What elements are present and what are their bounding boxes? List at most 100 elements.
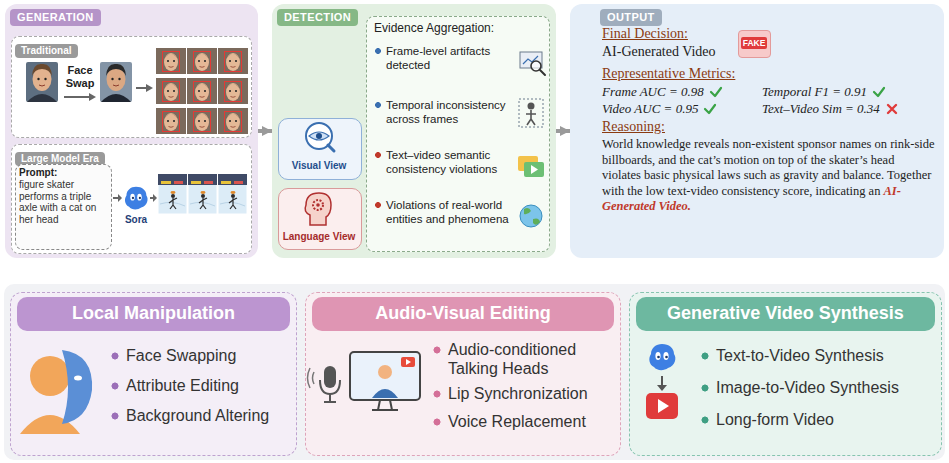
metric: Video AUC = 0.95 bbox=[602, 101, 698, 117]
stage-panel: DETECTION Visual View Language View Evid… bbox=[272, 4, 556, 258]
source-face bbox=[33, 67, 52, 91]
audio-visual-icon bbox=[320, 380, 340, 394]
video-frames bbox=[158, 174, 187, 214]
stage-panel: OUTPUTFinal Decision:AI-Generated VideoR… bbox=[570, 4, 944, 258]
category-box: Local ManipulationFace SwappingAttribute… bbox=[10, 292, 297, 456]
target-face bbox=[106, 64, 126, 76]
frame-grid bbox=[156, 48, 248, 134]
text-slot: Traditional bbox=[15, 40, 78, 58]
bullet-text: Long-form Video bbox=[700, 410, 936, 429]
person-icon bbox=[519, 99, 543, 127]
label-text: Language View bbox=[280, 231, 358, 243]
globe-icon bbox=[520, 205, 542, 227]
cross-mark bbox=[888, 105, 896, 113]
text-slot: Audio-conditioned Talking Heads bbox=[432, 340, 616, 378]
bullet-text: Temporal inconsistency across frames bbox=[374, 98, 514, 126]
text-slot: Temporal F1 = 0.91 bbox=[762, 84, 867, 100]
section-tab: GENERATION bbox=[10, 9, 101, 26]
text-slot: FAKE bbox=[741, 37, 767, 49]
flow-arrow bbox=[556, 129, 570, 133]
cross-mark bbox=[885, 102, 899, 116]
generation-icon bbox=[649, 344, 675, 370]
text-slot: Video AUC = 0.95 bbox=[602, 101, 698, 117]
flow-arrow bbox=[258, 129, 272, 133]
source-face bbox=[26, 62, 58, 102]
bullet-text: Voice Replacement bbox=[432, 412, 616, 431]
check-mark bbox=[703, 102, 717, 116]
video-frames bbox=[218, 174, 247, 214]
source-face bbox=[39, 85, 45, 86]
label-text: Sora bbox=[118, 214, 154, 226]
globe-icon bbox=[533, 218, 540, 224]
category-header: Generative Video Synthesis bbox=[636, 297, 935, 331]
video-frames bbox=[188, 174, 217, 214]
text-slot: Violations of real-world entities and ph… bbox=[374, 198, 514, 226]
section-tab: OUTPUT bbox=[600, 9, 662, 26]
frame-grid bbox=[187, 48, 217, 74]
media-icon bbox=[518, 156, 544, 177]
text-slot: Lip Synchronization bbox=[432, 384, 616, 403]
text-slot: Visual View bbox=[280, 160, 358, 172]
source-face bbox=[27, 94, 57, 102]
target-face bbox=[107, 67, 126, 91]
text-slot: Attribute Editing bbox=[110, 376, 292, 395]
face-mask-icon bbox=[30, 356, 70, 396]
source-face bbox=[32, 64, 52, 76]
head-gear-icon bbox=[305, 193, 331, 225]
category-box: Audio-Visual EditingAudio-conditioned Ta… bbox=[305, 292, 621, 456]
face-mask-icon bbox=[74, 376, 82, 381]
t2v-illustration bbox=[153, 194, 157, 202]
sora-icon bbox=[125, 187, 148, 210]
person-icon bbox=[526, 110, 536, 125]
swap-arrow bbox=[64, 96, 89, 98]
person-icon bbox=[528, 103, 535, 110]
magnifier-icon bbox=[540, 70, 545, 75]
text-slot: Evidence Aggregation: bbox=[374, 21, 544, 35]
view-box: Visual View bbox=[278, 118, 362, 180]
text-slot: Sora bbox=[118, 214, 154, 226]
text-slot: Prompt: bbox=[19, 167, 57, 179]
frame-grid bbox=[218, 108, 248, 134]
eye-icon bbox=[316, 133, 322, 139]
metric: Temporal F1 = 0.91 bbox=[762, 84, 867, 100]
check-mark bbox=[711, 88, 721, 96]
video-frames bbox=[158, 174, 247, 214]
audio-visual-icon bbox=[324, 394, 336, 402]
background bbox=[4, 284, 945, 460]
bullet-text: Audio-conditioned Talking Heads bbox=[432, 340, 616, 378]
text-slot: Language View bbox=[280, 231, 358, 243]
audio-visual-icon bbox=[372, 389, 398, 398]
text-slot: Generative Video Synthesis bbox=[636, 297, 935, 331]
bullet-text: Frame-level artifacts detected bbox=[374, 44, 514, 72]
prompt-box: Prompt:figure skater performs a triple a… bbox=[15, 164, 112, 250]
text-slot: Long-form Video bbox=[700, 410, 936, 429]
target-face bbox=[113, 85, 119, 86]
metric: Frame AUC = 0.98 bbox=[602, 84, 704, 100]
text-slot: OUTPUT bbox=[600, 7, 662, 26]
generation-icon bbox=[661, 376, 663, 386]
head-gear-icon bbox=[313, 200, 323, 210]
media-icon bbox=[518, 156, 538, 171]
swap-arrow bbox=[146, 84, 153, 92]
check-mark bbox=[709, 85, 723, 99]
text-slot: Face Swap bbox=[62, 64, 98, 90]
verdict-text: AI-Generated Video. bbox=[602, 184, 901, 214]
face-mask-icon bbox=[62, 350, 92, 424]
metric: Text–Video Sim = 0.34 bbox=[762, 101, 880, 117]
audio-visual-icon bbox=[401, 357, 415, 367]
frame-grid bbox=[187, 78, 217, 104]
target-face bbox=[100, 62, 132, 102]
section-tab: DETECTION bbox=[277, 9, 358, 26]
generation-icon bbox=[646, 393, 678, 419]
method-box: TraditionalFace Swap bbox=[11, 36, 252, 138]
text-slot: Final Decision: bbox=[602, 26, 688, 43]
bullet-text: Text-to-Video Synthesis bbox=[700, 346, 936, 365]
source-face bbox=[26, 62, 58, 102]
text-slot: Audio-Visual Editing bbox=[312, 297, 614, 331]
audio-visual-icon bbox=[308, 368, 315, 388]
category-box: Generative Video SynthesisText-to-Video … bbox=[629, 292, 942, 456]
reasoning-text: World knowledge reveals non-existent spo… bbox=[602, 137, 936, 215]
text-slot: Text–Video Sim = 0.34 bbox=[762, 101, 880, 117]
text-slot: figure skater performs a triple axle wit… bbox=[19, 179, 108, 225]
